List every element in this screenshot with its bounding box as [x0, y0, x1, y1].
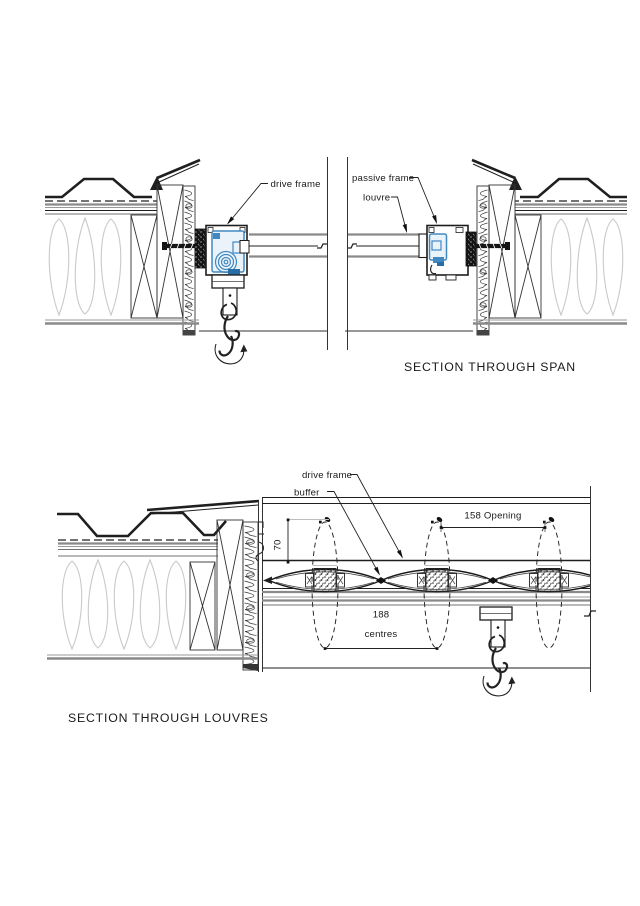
blade-tip	[263, 576, 272, 584]
upstand-cap-flashing	[150, 176, 163, 190]
pivot-clip	[430, 264, 437, 275]
roof-wall-buildup-right	[345, 160, 627, 335]
louvre-blade-span	[249, 233, 419, 258]
rotation-arrow	[214, 343, 245, 365]
blade-adapter	[239, 240, 250, 254]
rotation-arrowhead	[240, 344, 248, 353]
lifting-hook-assembly	[211, 274, 248, 365]
cross-braced-upstand	[216, 519, 244, 651]
dim-158-opening: 158 Opening	[464, 511, 521, 522]
profiled-roof-sheet	[57, 511, 227, 538]
timber-blocking	[242, 521, 259, 671]
profiled-roof-sheet	[45, 177, 152, 199]
span-annotations: drive frame passive frame louvre	[227, 173, 437, 233]
drive-frame-label: drive frame	[302, 470, 352, 481]
packing-hatch	[194, 228, 207, 269]
timber-foot	[183, 330, 195, 335]
flashing-slope	[156, 158, 201, 180]
dim-centres: centres	[365, 629, 398, 640]
cross-braced-upstand	[156, 184, 184, 319]
leader-arrowhead	[402, 223, 407, 233]
shackle-icon	[220, 302, 238, 321]
cross-braced-stud	[189, 561, 216, 651]
section-through-span-drawing: drive frame passive frame louvre SECTION…	[45, 157, 627, 374]
roof-wall-buildup	[47, 499, 264, 671]
cross-braced-stud	[130, 214, 158, 319]
section-through-louvres-drawing: 70 158 Opening 188 centres drive frame b	[47, 470, 596, 725]
dim-70: 70	[273, 539, 284, 550]
leader-line	[327, 491, 380, 575]
blade-rotation-envelopes	[311, 516, 563, 649]
break-tick	[584, 610, 596, 617]
break-tick	[347, 243, 357, 249]
span-title: SECTION THROUGH SPAN	[404, 360, 576, 374]
roof-wall-buildup-left	[45, 158, 327, 336]
buffer-tip-joint	[488, 577, 498, 584]
dim-188: 188	[373, 610, 390, 621]
break-tick	[317, 243, 327, 249]
hook-plate	[222, 287, 238, 316]
passive-frame-label: passive frame	[352, 173, 414, 184]
leader-arrowhead	[396, 549, 403, 559]
leader-arrowhead	[227, 216, 235, 225]
buffer-label: buffer	[294, 488, 320, 499]
passive-frame-unit	[418, 224, 477, 281]
hook-icon	[223, 315, 241, 342]
louvres-title: SECTION THROUGH LOUVRES	[68, 711, 269, 725]
leader-line	[350, 474, 403, 558]
timber-blocking	[182, 185, 196, 336]
insulation-batts	[61, 558, 187, 651]
blade-end-plate	[418, 233, 428, 259]
louvres-annotations: drive frame buffer	[294, 470, 403, 576]
leader-arrowhead	[373, 566, 380, 576]
louvre-blades	[263, 565, 590, 593]
leader-line	[227, 183, 268, 224]
buffer-tip-joint	[376, 577, 386, 584]
lifting-hook-assembly	[478, 605, 517, 697]
flashing-slope	[146, 499, 260, 512]
insulation-batts	[48, 216, 122, 317]
timber-foot	[243, 664, 258, 671]
leader-line	[391, 196, 408, 232]
drive-frame-unit	[194, 224, 250, 365]
motor-gear-spiral	[214, 250, 238, 274]
drive-frame-label: drive frame	[271, 179, 321, 190]
louvre-label: louvre	[363, 193, 390, 204]
packing-hatch	[465, 231, 477, 267]
leader-arrowhead	[432, 215, 437, 224]
louvre-dimensions: 70 158 Opening 188 centres	[273, 511, 547, 650]
leader-line	[409, 177, 437, 223]
